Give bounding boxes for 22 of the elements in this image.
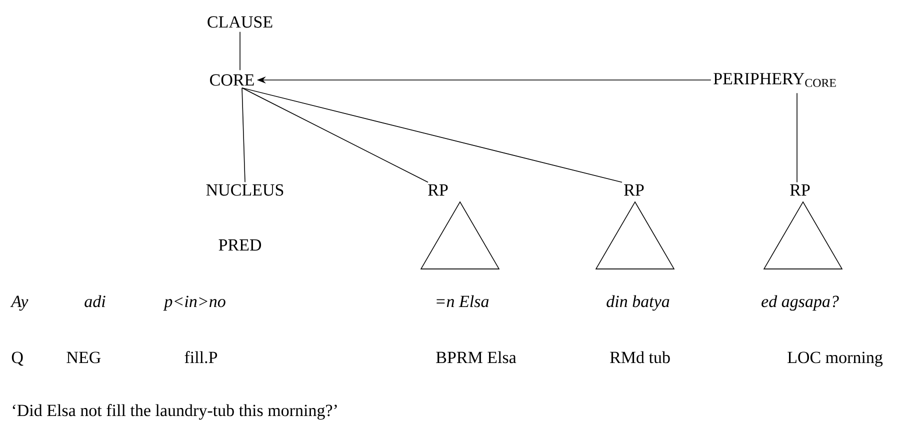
word: p<in>no — [163, 296, 226, 311]
word: adi — [84, 295, 106, 308]
node-label: RP — [428, 184, 448, 196]
tree-line — [796, 92, 798, 183]
node-label: NUCLEUS — [206, 184, 284, 196]
tree-line — [242, 88, 246, 182]
gloss: BPRM Elsa — [436, 351, 516, 364]
gloss: RMd tub — [610, 351, 670, 364]
node-label: CLAUSE — [208, 16, 272, 28]
node-label: PERIPHERY$_{CORE}$ — [714, 73, 836, 87]
node-label: RP — [790, 184, 810, 196]
gloss: fill.P — [184, 351, 218, 364]
node-label: PRED — [218, 239, 262, 251]
gloss: LOC morning — [788, 352, 883, 367]
node-label: CORE — [210, 74, 254, 86]
tree-line — [242, 88, 622, 183]
translation: ‘Did Elsa not fill the laundry-tub this morning?’ — [12, 404, 337, 420]
tree-line — [242, 88, 428, 183]
word: Ay — [10, 296, 28, 311]
gloss: NEG — [66, 352, 101, 364]
gloss: Q — [12, 352, 24, 366]
node-label: RP — [624, 184, 644, 196]
